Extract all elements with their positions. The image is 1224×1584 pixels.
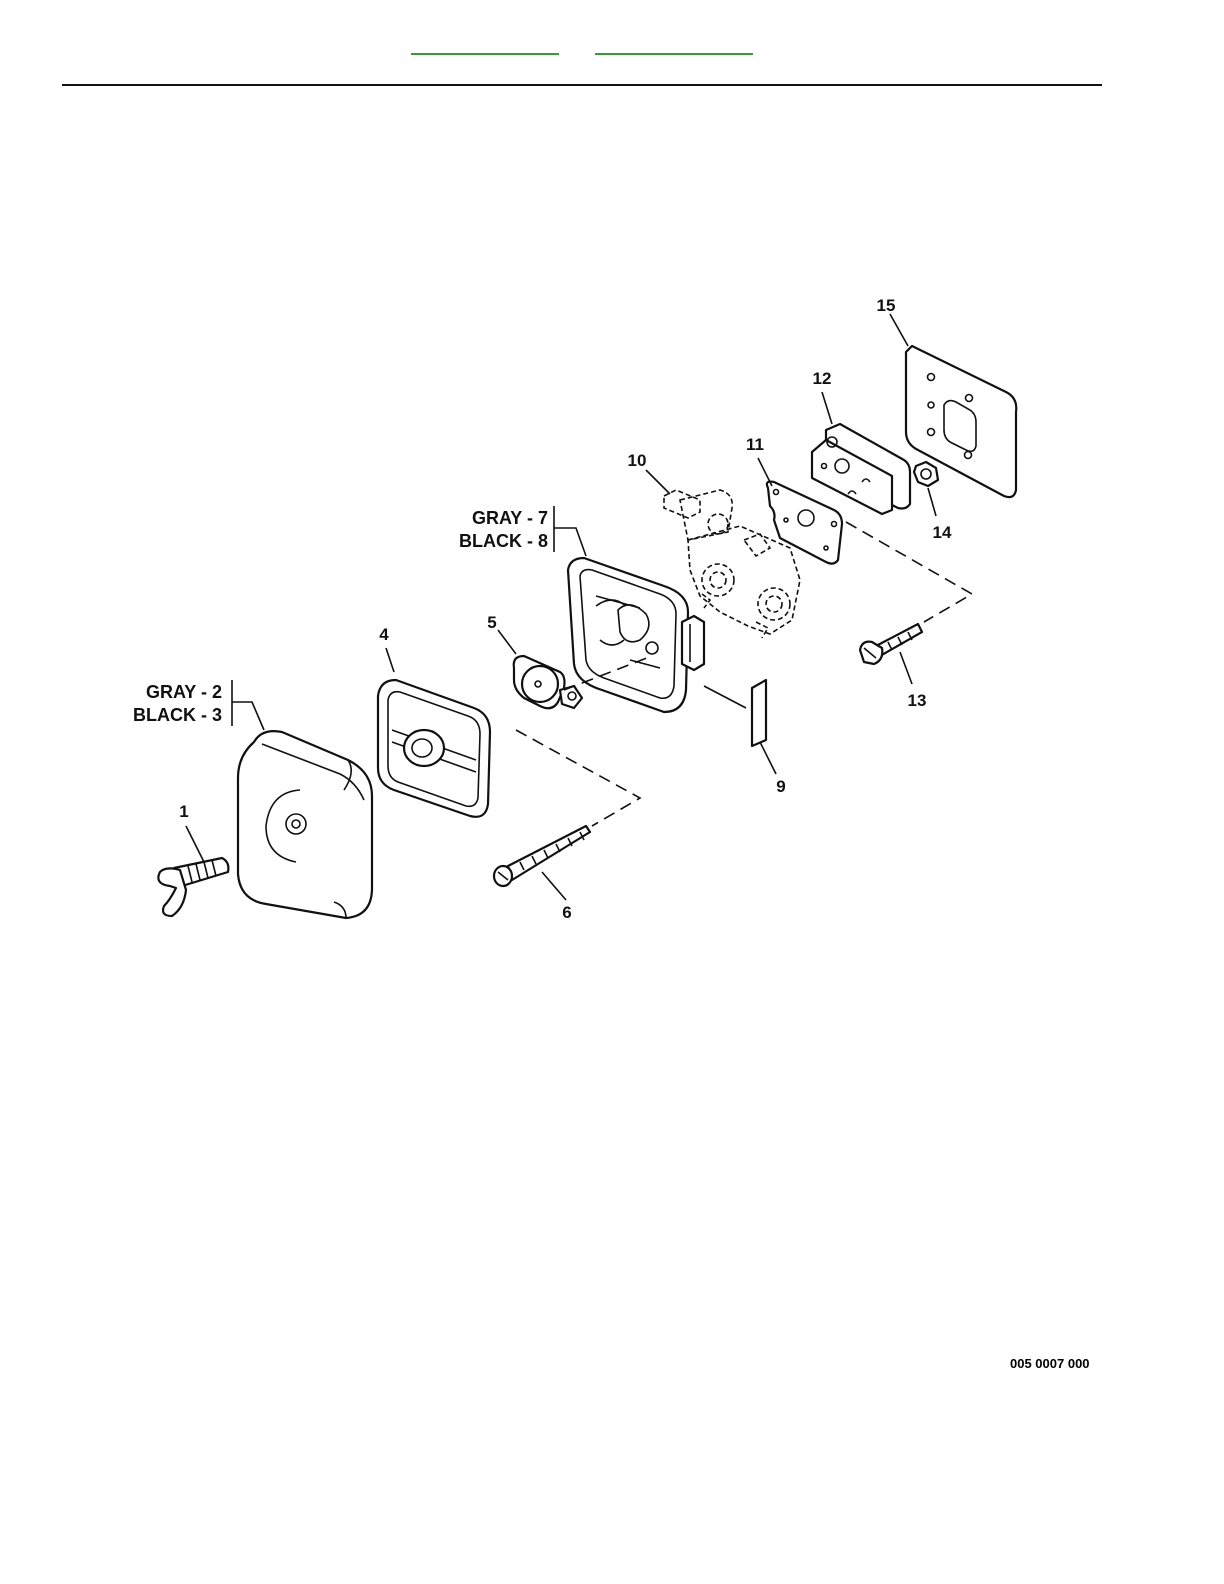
alignment-line-13 — [846, 522, 972, 622]
part-11-gasket — [767, 482, 842, 564]
callout-12: 12 — [813, 369, 832, 388]
callout-13: 13 — [908, 691, 927, 710]
variant-label-gray-7: GRAY - 7 — [472, 508, 548, 528]
part-12-insulator — [812, 424, 910, 514]
part-4-filter-element — [378, 680, 490, 817]
drawing-number: 005 0007 000 — [1010, 1356, 1090, 1371]
callout-14: 14 — [933, 523, 952, 542]
part-13-flange-bolt — [860, 624, 922, 664]
part-6-long-screw — [494, 826, 590, 886]
callout-10: 10 — [628, 451, 647, 470]
part-1-wing-bolt — [158, 858, 228, 916]
part-9-gasket — [752, 680, 766, 746]
callout-5: 5 — [487, 613, 496, 632]
variant-label-black-8: BLACK - 8 — [459, 531, 548, 551]
callout-1: 1 — [179, 802, 188, 821]
variant-label-black-3: BLACK - 3 — [133, 705, 222, 725]
part-5-choke-plate — [514, 656, 582, 708]
part-2-3-air-filter-cover — [238, 731, 372, 918]
alignment-line-6 — [516, 730, 640, 826]
callout-15: 15 — [877, 296, 896, 315]
variant-label-gray-2: GRAY - 2 — [146, 682, 222, 702]
callout-11: 11 — [746, 435, 764, 454]
part-14-nut — [914, 462, 938, 486]
callout-4: 4 — [379, 625, 389, 644]
callout-6: 6 — [562, 903, 571, 922]
part-7-8-air-filter-base — [568, 558, 704, 712]
callout-9: 9 — [776, 777, 785, 796]
